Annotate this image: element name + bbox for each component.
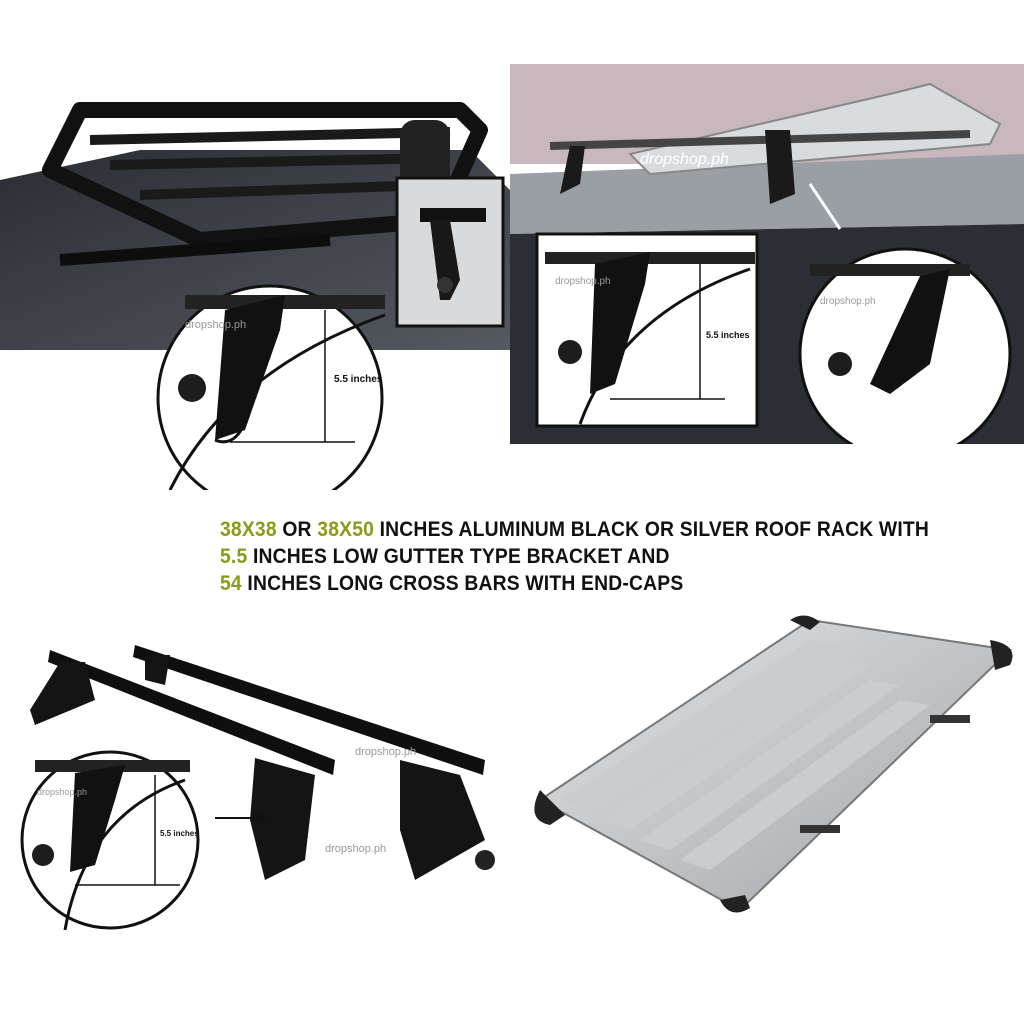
measurement-label-2: 5.5 inches (706, 330, 750, 340)
headline-line-2-rest: INCHES LOW GUTTER TYPE BRACKET AND (247, 545, 670, 568)
aluminum-basket-photo (520, 610, 1024, 920)
cross-bar-back (133, 645, 495, 880)
headline-line-3: 54 INCHES LONG CROSS BARS WITH END-CAPS (220, 570, 947, 597)
bracket-inset-rectangle: 5.5 inches dropshop.ph (535, 232, 759, 428)
product-headline: 38X38 OR 38X50 INCHES ALUMINUM BLACK OR … (220, 516, 947, 597)
watermark-3: dropshop.ph (555, 276, 611, 287)
headline-or: OR (276, 518, 318, 541)
silver-basket-rack (549, 82, 1002, 204)
size-option-b: 38X50 (317, 518, 375, 541)
bracket-zoom-circle: 5.5 inches dropshop.ph (156, 284, 386, 490)
measurement-label-3: 5.5 inches (160, 829, 199, 838)
watermark-1: dropshop.ph (185, 319, 246, 331)
bracket-zoom-circle-2: dropshop.ph (798, 183, 1012, 444)
black-roof-rack-photo: 5.5 inches dropshop.ph (0, 70, 510, 490)
headline-line-1: 38X38 OR 38X50 INCHES ALUMINUM BLACK OR … (220, 516, 947, 543)
watermark-6: dropshop.ph (325, 843, 386, 855)
headline-line-3-rest: INCHES LONG CROSS BARS WITH END-CAPS (241, 572, 684, 595)
black-basket-rack (42, 102, 488, 248)
bracket-inset-photo (395, 176, 505, 328)
aluminum-basket-rack (534, 615, 1013, 913)
size-option-a: 38X38 (220, 518, 277, 541)
car-roof-shape (510, 154, 1024, 234)
watermark-2: dropshop.ph (640, 151, 729, 168)
bracket-height-value: 5.5 (220, 545, 248, 568)
silver-roof-rack-photo: dropshop.ph 5.5 inches dropshop.ph drops… (510, 64, 1024, 444)
watermark-5: dropshop.ph (355, 746, 416, 758)
headline-line-2: 5.5 INCHES LOW GUTTER TYPE BRACKET AND (220, 543, 947, 570)
crossbar-length-value: 54 (220, 572, 242, 595)
bracket-zoom-circle-3: 5.5 inches dropshop.ph (20, 750, 200, 930)
watermark-4: dropshop.ph (820, 296, 876, 307)
crossbars-photo: dropshop.ph dropshop.ph 5.5 inches drops… (15, 640, 495, 930)
headline-line-1-rest: INCHES ALUMINUM BLACK OR SILVER ROOF RAC… (374, 518, 930, 541)
measurement-label-1: 5.5 inches (334, 374, 383, 385)
cross-bar-front (30, 650, 335, 880)
watermark-7: dropshop.ph (37, 787, 87, 797)
